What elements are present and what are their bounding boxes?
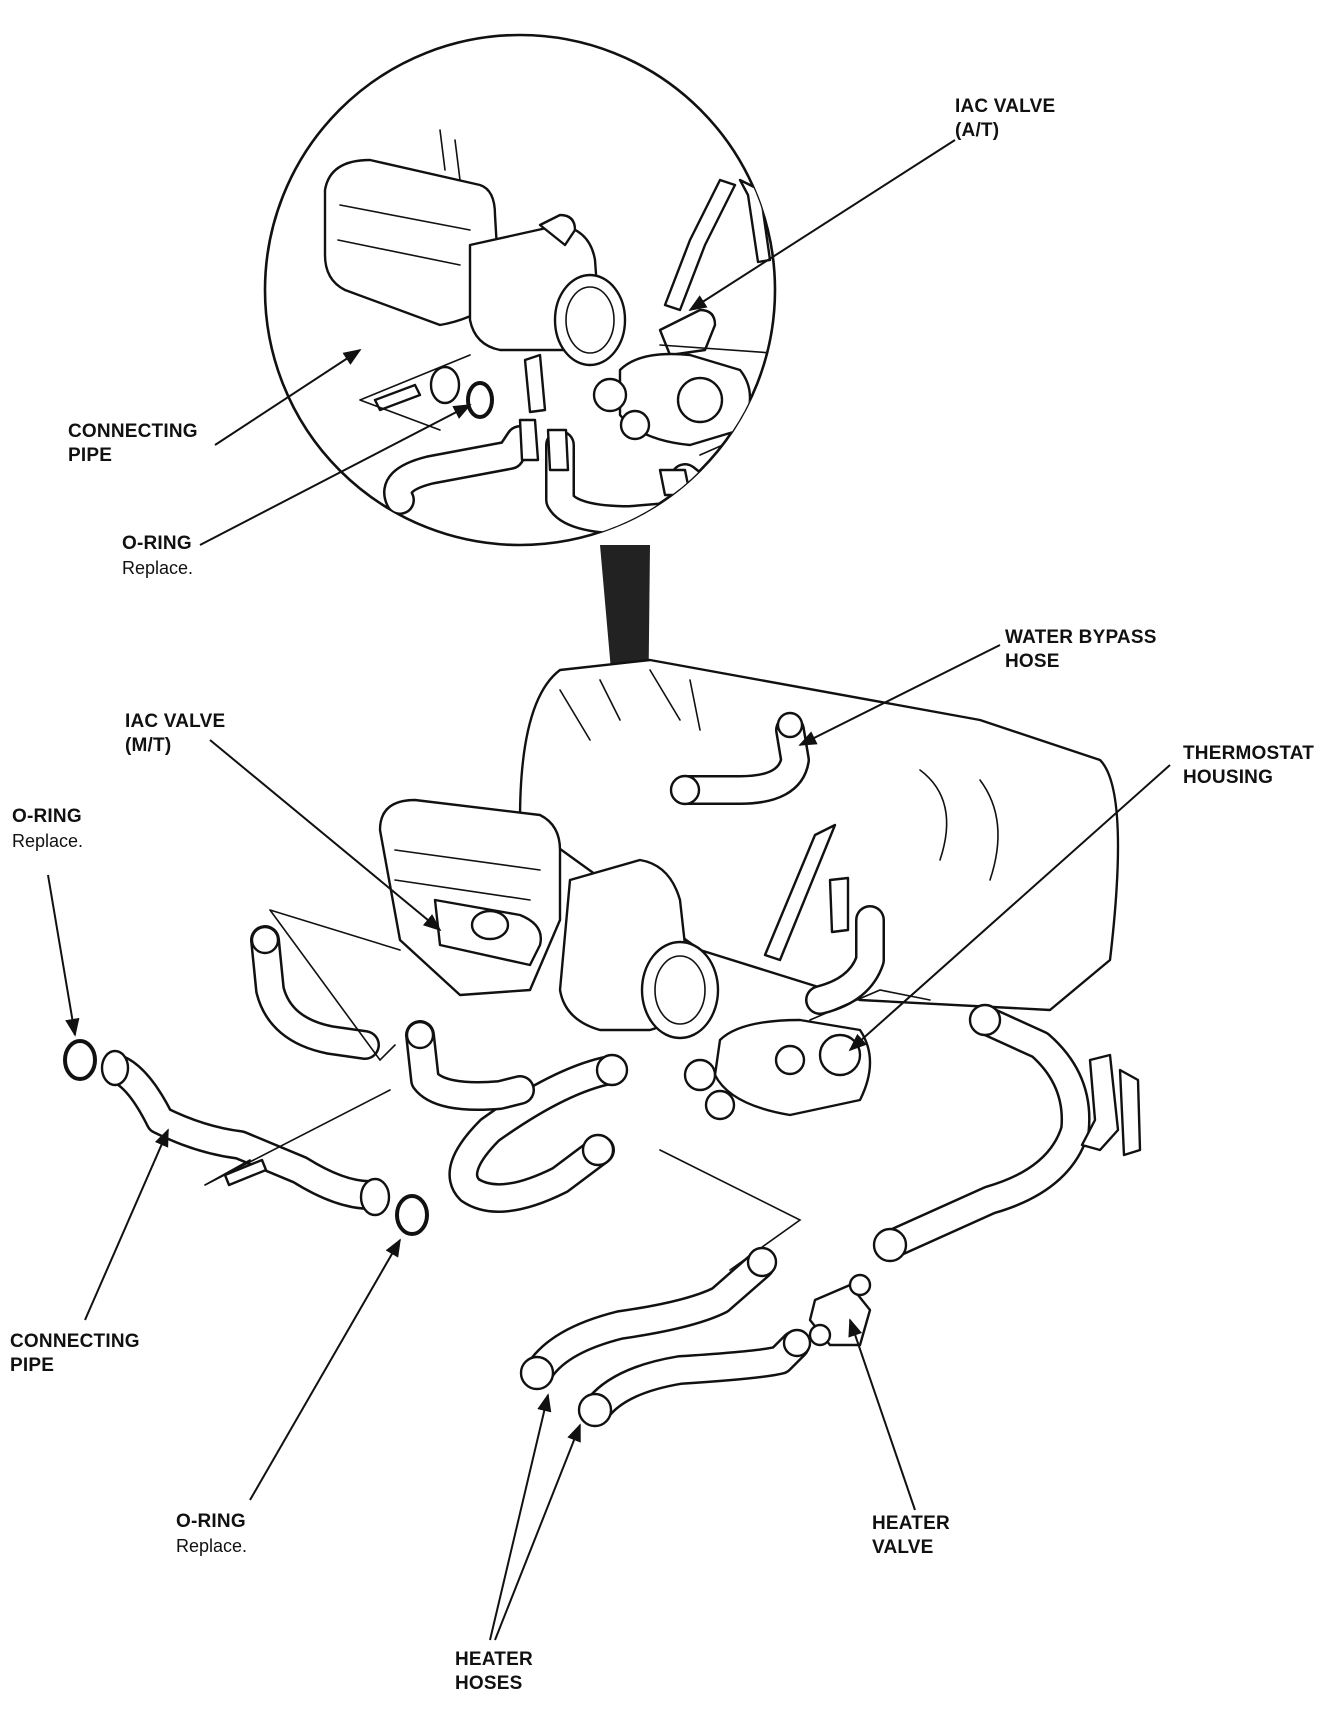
label-o-ring-top: O-RING Replace. (122, 533, 194, 578)
label-iac-valve-at: IAC VALVE (A/T) (955, 96, 1056, 141)
label-iac-valve-mt: IAC VALVE (M/T) (125, 711, 226, 756)
label-o-ring-bottom: O-RING Replace. (176, 1511, 248, 1556)
label-connecting-pipe-bottom: CONNECTING PIPE (10, 1331, 140, 1376)
label-water-bypass-hose: WATER BYPASS HOSE (1005, 627, 1157, 672)
label-heater-valve: HEATER VALVE (872, 1513, 950, 1558)
label-thermostat-housing: THERMOSTAT HOUSING (1183, 743, 1315, 788)
leader-lines (47, 139, 1171, 1641)
engine-assembly (250, 658, 1142, 1271)
label-connecting-pipe-top: CONNECTING PIPE (68, 421, 198, 466)
label-heater-hoses: HEATER HOSES (455, 1649, 533, 1694)
o-ring-left-part (63, 1039, 97, 1081)
heater-valve-part (808, 1273, 872, 1347)
label-o-ring-left: O-RING Replace. (12, 806, 84, 851)
o-ring-bottom-part (395, 1194, 429, 1236)
connecting-pipe-part (100, 1049, 391, 1217)
detail-view-circle (263, 33, 777, 547)
heater-hoses-part (519, 1246, 812, 1428)
